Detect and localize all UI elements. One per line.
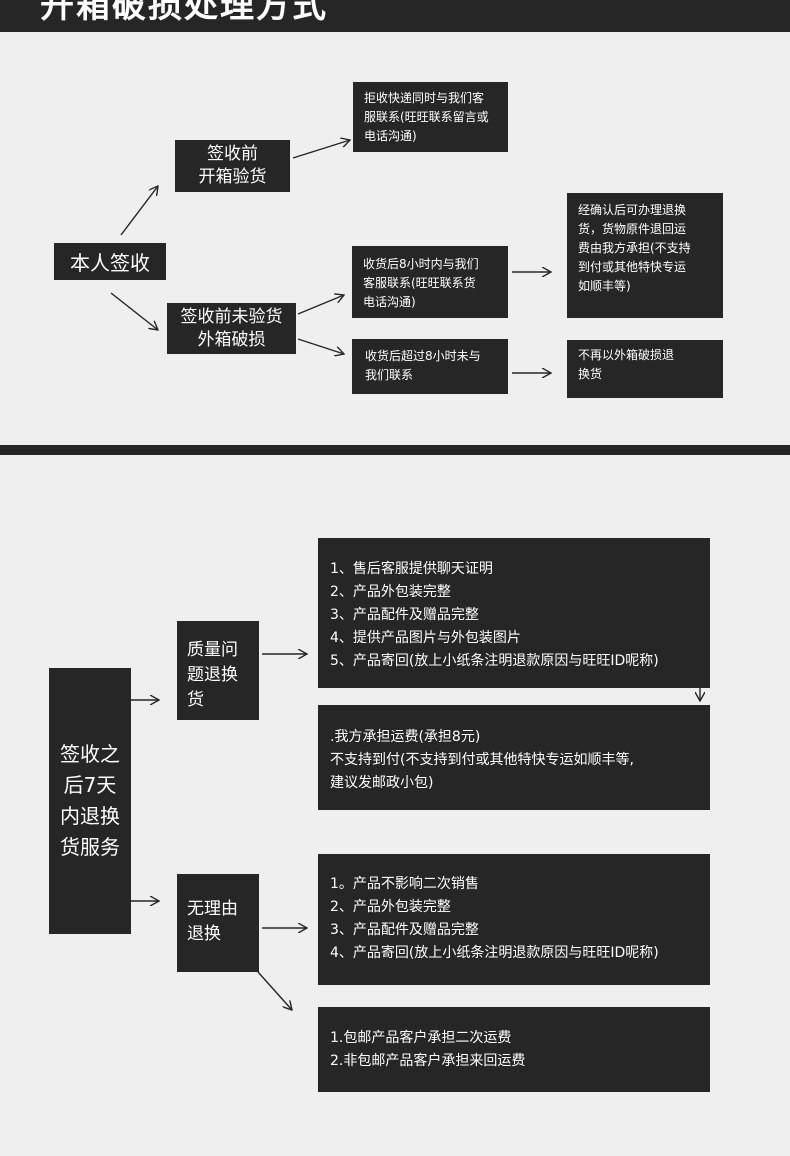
noreason-shipping-box: 1.包邮产品客户承担二次运费 2.非包邮产品客户承担来回运费	[318, 1007, 710, 1092]
condition-line: 3、产品配件及赠品完整	[330, 607, 479, 623]
header-band: 开箱破损处理方式	[0, 0, 790, 32]
text-line: 货，货物原件退回运	[578, 222, 687, 236]
arrow	[120, 186, 158, 236]
shipping-line: 1.包邮产品客户承担二次运费	[330, 1030, 512, 1046]
shipping-line: 2.非包邮产品客户承担来回运费	[330, 1053, 526, 1069]
arrow	[110, 292, 158, 330]
text-line: 收货后8小时内与我们	[363, 257, 479, 271]
no-reason-box: 无理由 退换	[177, 874, 259, 972]
condition-line: 2、产品外包装完整	[330, 584, 451, 600]
text-line: 不再以外箱破损退	[578, 348, 675, 362]
condition-line: 2、产品外包装完整	[330, 899, 451, 915]
arrow	[292, 140, 350, 159]
exchange-approved-box: 经确认后可办理退换 货，货物原件退回运 费由我方承担(不支持 到付或其他特快专运…	[567, 193, 723, 318]
branch-box-damaged: 签收前未验货 外箱破损	[167, 303, 296, 354]
root-line: 货服务	[60, 835, 120, 859]
arrow	[297, 338, 344, 354]
text-line: 退换	[187, 924, 221, 944]
root-self-sign-label: 本人签收	[70, 251, 150, 275]
text-line: 到付或其他特快专运	[578, 260, 687, 274]
text-line: 如顺丰等)	[578, 279, 631, 293]
arrow	[257, 971, 292, 1010]
reject-delivery-box: 拒收快递同时与我们客 服联系(旺旺联系留言或 电话沟通)	[353, 82, 508, 152]
noreason-conditions-box: 1。产品不影响二次销售 2、产品外包装完整 3、产品配件及赠品完整 4、产品寄回…	[318, 854, 710, 985]
condition-line: 4、提供产品图片与外包装图片	[330, 630, 521, 646]
condition-line: 1。产品不影响二次销售	[330, 876, 479, 892]
root-line: 签收之	[60, 742, 120, 766]
condition-line: 3、产品配件及赠品完整	[330, 922, 479, 938]
quality-shipping-box: .我方承担运费(承担8元) 不支持到付(不支持到付或其他特快专运如顺丰等, 建议…	[318, 705, 710, 810]
root-self-sign: 本人签收	[54, 243, 166, 280]
text-line: 换货	[578, 367, 603, 381]
quality-issue-box: 质量问 题退换 货	[177, 621, 259, 720]
quality-conditions-box: 1、售后客服提供聊天证明 2、产品外包装完整 3、产品配件及赠品完整 4、提供产…	[318, 538, 710, 688]
text-line: 题退换	[187, 665, 238, 685]
text-line: 无理由	[187, 899, 238, 919]
within-8h-box: 收货后8小时内与我们 客服联系(旺旺联系货 电话沟通)	[352, 246, 508, 318]
root-line: 内退换	[60, 804, 120, 828]
text-line: 拒收快递同时与我们客	[364, 91, 485, 105]
text-line: 我们联系	[365, 368, 414, 382]
section-divider	[0, 445, 790, 455]
text-line: 客服联系(旺旺联系货	[363, 276, 476, 290]
text-line: 收货后超过8小时未与	[365, 349, 481, 363]
branch-inspect-before-sign: 签收前 开箱验货	[175, 140, 290, 192]
condition-line: 4、产品寄回(放上小纸条注明退款原因与旺旺ID呢称)	[330, 945, 659, 961]
text-line: 费由我方承担(不支持	[578, 241, 691, 255]
text-line: 电话沟通)	[363, 295, 416, 309]
text-line: 电话沟通)	[364, 129, 417, 143]
over-8h-box: 收货后超过8小时未与 我们联系	[352, 339, 508, 394]
branch-a-line: 开箱验货	[198, 167, 267, 187]
no-exchange-box: 不再以外箱破损退 换货	[567, 340, 723, 398]
text-line: 质量问	[187, 640, 238, 660]
page-title: 开箱破损处理方式	[40, 0, 328, 26]
arrow	[297, 295, 344, 315]
condition-line: 1、售后客服提供聊天证明	[330, 561, 493, 577]
text-line: 货	[187, 690, 204, 710]
shipping-line: 不支持到付(不支持到付或其他特快专运如顺丰等,	[330, 752, 634, 768]
branch-b-line: 外箱破损	[197, 329, 266, 350]
root-7day-service: 签收之 后7天 内退换 货服务	[49, 668, 131, 934]
text-line: 经确认后可办理退换	[578, 203, 687, 217]
text-line: 服联系(旺旺联系留言或	[364, 110, 489, 124]
condition-line: 5、产品寄回(放上小纸条注明退款原因与旺旺ID呢称)	[330, 653, 659, 669]
root-line: 后7天	[63, 773, 117, 797]
shipping-line: .我方承担运费(承担8元)	[330, 729, 481, 745]
branch-b-line: 签收前未验货	[180, 306, 283, 327]
branch-a-line: 签收前	[207, 144, 258, 164]
shipping-line: 建议发邮政小包)	[330, 775, 434, 791]
